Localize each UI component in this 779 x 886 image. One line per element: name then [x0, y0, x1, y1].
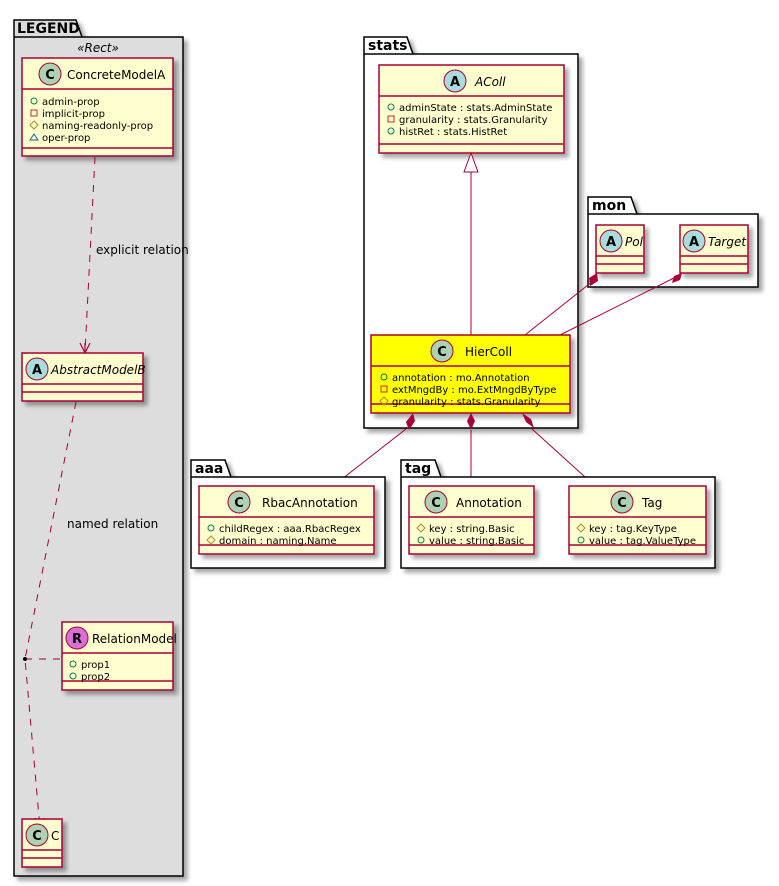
attr: granularity : stats.Granularity	[399, 115, 548, 126]
relation-junction-dot	[23, 657, 27, 661]
relation-class-icon: R	[65, 626, 89, 650]
protected-icon	[416, 523, 426, 533]
class-icon: C	[424, 490, 448, 514]
stereotype-label: «Rect»	[77, 41, 119, 55]
relation-inheritance	[463, 151, 479, 335]
attr: implicit-prop	[42, 109, 105, 120]
public-icon	[69, 660, 77, 668]
attr: annotation : mo.Annotation	[392, 373, 530, 384]
svg-text:A: A	[606, 235, 616, 250]
package-title-mon: mon	[592, 198, 626, 214]
class-name: Tag	[641, 496, 662, 510]
attr: naming-readonly-prop	[42, 121, 153, 132]
class-tag-annotation[interactable]: C Annotation key : string.Basic value : …	[408, 485, 535, 555]
attr: oper-prop	[42, 133, 90, 144]
class-icon: C	[25, 823, 49, 847]
public-icon	[417, 536, 425, 544]
svg-text:A: A	[689, 235, 699, 250]
attr: value : tag.ValueType	[589, 536, 696, 547]
protected-icon	[379, 396, 389, 406]
class-name: RelationModel	[92, 632, 177, 646]
class-acoll[interactable]: A AColl adminState : stats.AdminState gr…	[378, 64, 565, 154]
protected-icon	[206, 535, 216, 545]
class-hiercoll[interactable]: C HierColl annotation : mo.Annotation ex…	[370, 334, 571, 414]
svg-text:A: A	[32, 363, 42, 378]
attr: granularity : stats.Granularity	[392, 397, 541, 408]
class-target[interactable]: A Target	[679, 224, 749, 274]
relation-label-explicit: explicit relation	[96, 243, 189, 257]
class-name: RbacAnnotation	[262, 496, 358, 510]
attr: histRet : stats.HistRet	[399, 127, 507, 138]
public-icon	[387, 127, 395, 135]
svg-text:C: C	[32, 829, 42, 844]
package-title-legend: LEGEND	[17, 21, 80, 37]
private-icon	[30, 109, 38, 117]
public-icon	[30, 97, 38, 105]
attr: prop2	[81, 672, 110, 683]
class-c[interactable]: C C	[21, 818, 63, 868]
public-icon	[207, 524, 215, 532]
class-name: HierColl	[465, 345, 512, 359]
class-name: C	[51, 829, 59, 843]
class-icon: C	[610, 490, 634, 514]
class-rbac-annotation[interactable]: C RbacAnnotation childRegex : aaa.RbacRe…	[198, 485, 375, 555]
package-title-stats: stats	[368, 38, 408, 54]
attr: domain : naming.Name	[219, 536, 337, 547]
package-icon	[29, 133, 39, 141]
svg-text:C: C	[617, 496, 627, 511]
class-name: Pol	[625, 235, 644, 249]
class-name: AColl	[474, 75, 506, 89]
attr: key : string.Basic	[429, 524, 515, 535]
class-name: AbstractModelB	[50, 363, 146, 377]
attr: admin-prop	[42, 97, 100, 108]
class-abstract-model-b[interactable]: A AbstractModelB	[21, 352, 146, 402]
class-tag[interactable]: C Tag key : tag.KeyType value : tag.Valu…	[568, 485, 707, 555]
relation-named: named relation	[23, 401, 158, 830]
abstract-class-icon: A	[25, 357, 49, 381]
svg-text:C: C	[437, 345, 447, 360]
svg-text:C: C	[431, 496, 441, 511]
svg-text:A: A	[450, 75, 460, 90]
abstract-class-icon: A	[682, 229, 706, 253]
attr: key : tag.KeyType	[589, 524, 677, 535]
public-icon	[577, 536, 585, 544]
relation-label-named: named relation	[67, 517, 158, 531]
public-icon	[387, 103, 395, 111]
class-concrete-model-a[interactable]: C ConcreteModelA admin-prop implicit-pro…	[21, 57, 174, 157]
protected-icon	[576, 523, 586, 533]
attr: extMngdBy : mo.ExtMngdByType	[392, 385, 556, 396]
protected-icon	[29, 120, 39, 130]
attr: value : string.Basic	[429, 536, 524, 547]
class-icon: C	[227, 490, 251, 514]
attr: adminState : stats.AdminState	[399, 103, 552, 114]
abstract-class-icon: A	[443, 69, 467, 93]
class-icon: C	[38, 62, 62, 86]
svg-text:C: C	[45, 68, 55, 83]
svg-text:C: C	[234, 496, 244, 511]
class-name: Target	[708, 235, 747, 249]
attr: childRegex : aaa.RbacRegex	[219, 524, 361, 535]
private-icon	[380, 385, 388, 393]
public-icon	[69, 672, 77, 680]
attr: prop1	[81, 660, 110, 671]
class-pol[interactable]: A Pol	[595, 224, 645, 274]
class-name: Annotation	[456, 496, 522, 510]
relation-composition-pol	[524, 273, 598, 336]
abstract-class-icon: A	[599, 229, 623, 253]
relation-composition-target	[559, 273, 682, 336]
private-icon	[387, 115, 395, 123]
public-icon	[380, 373, 388, 381]
class-icon: C	[430, 339, 454, 363]
package-title-aaa: aaa	[195, 461, 223, 477]
class-name: ConcreteModelA	[67, 68, 166, 82]
svg-text:R: R	[72, 632, 82, 647]
package-title-tag: tag	[405, 461, 431, 477]
class-relation-model[interactable]: R RelationModel prop1 prop2	[61, 621, 177, 691]
